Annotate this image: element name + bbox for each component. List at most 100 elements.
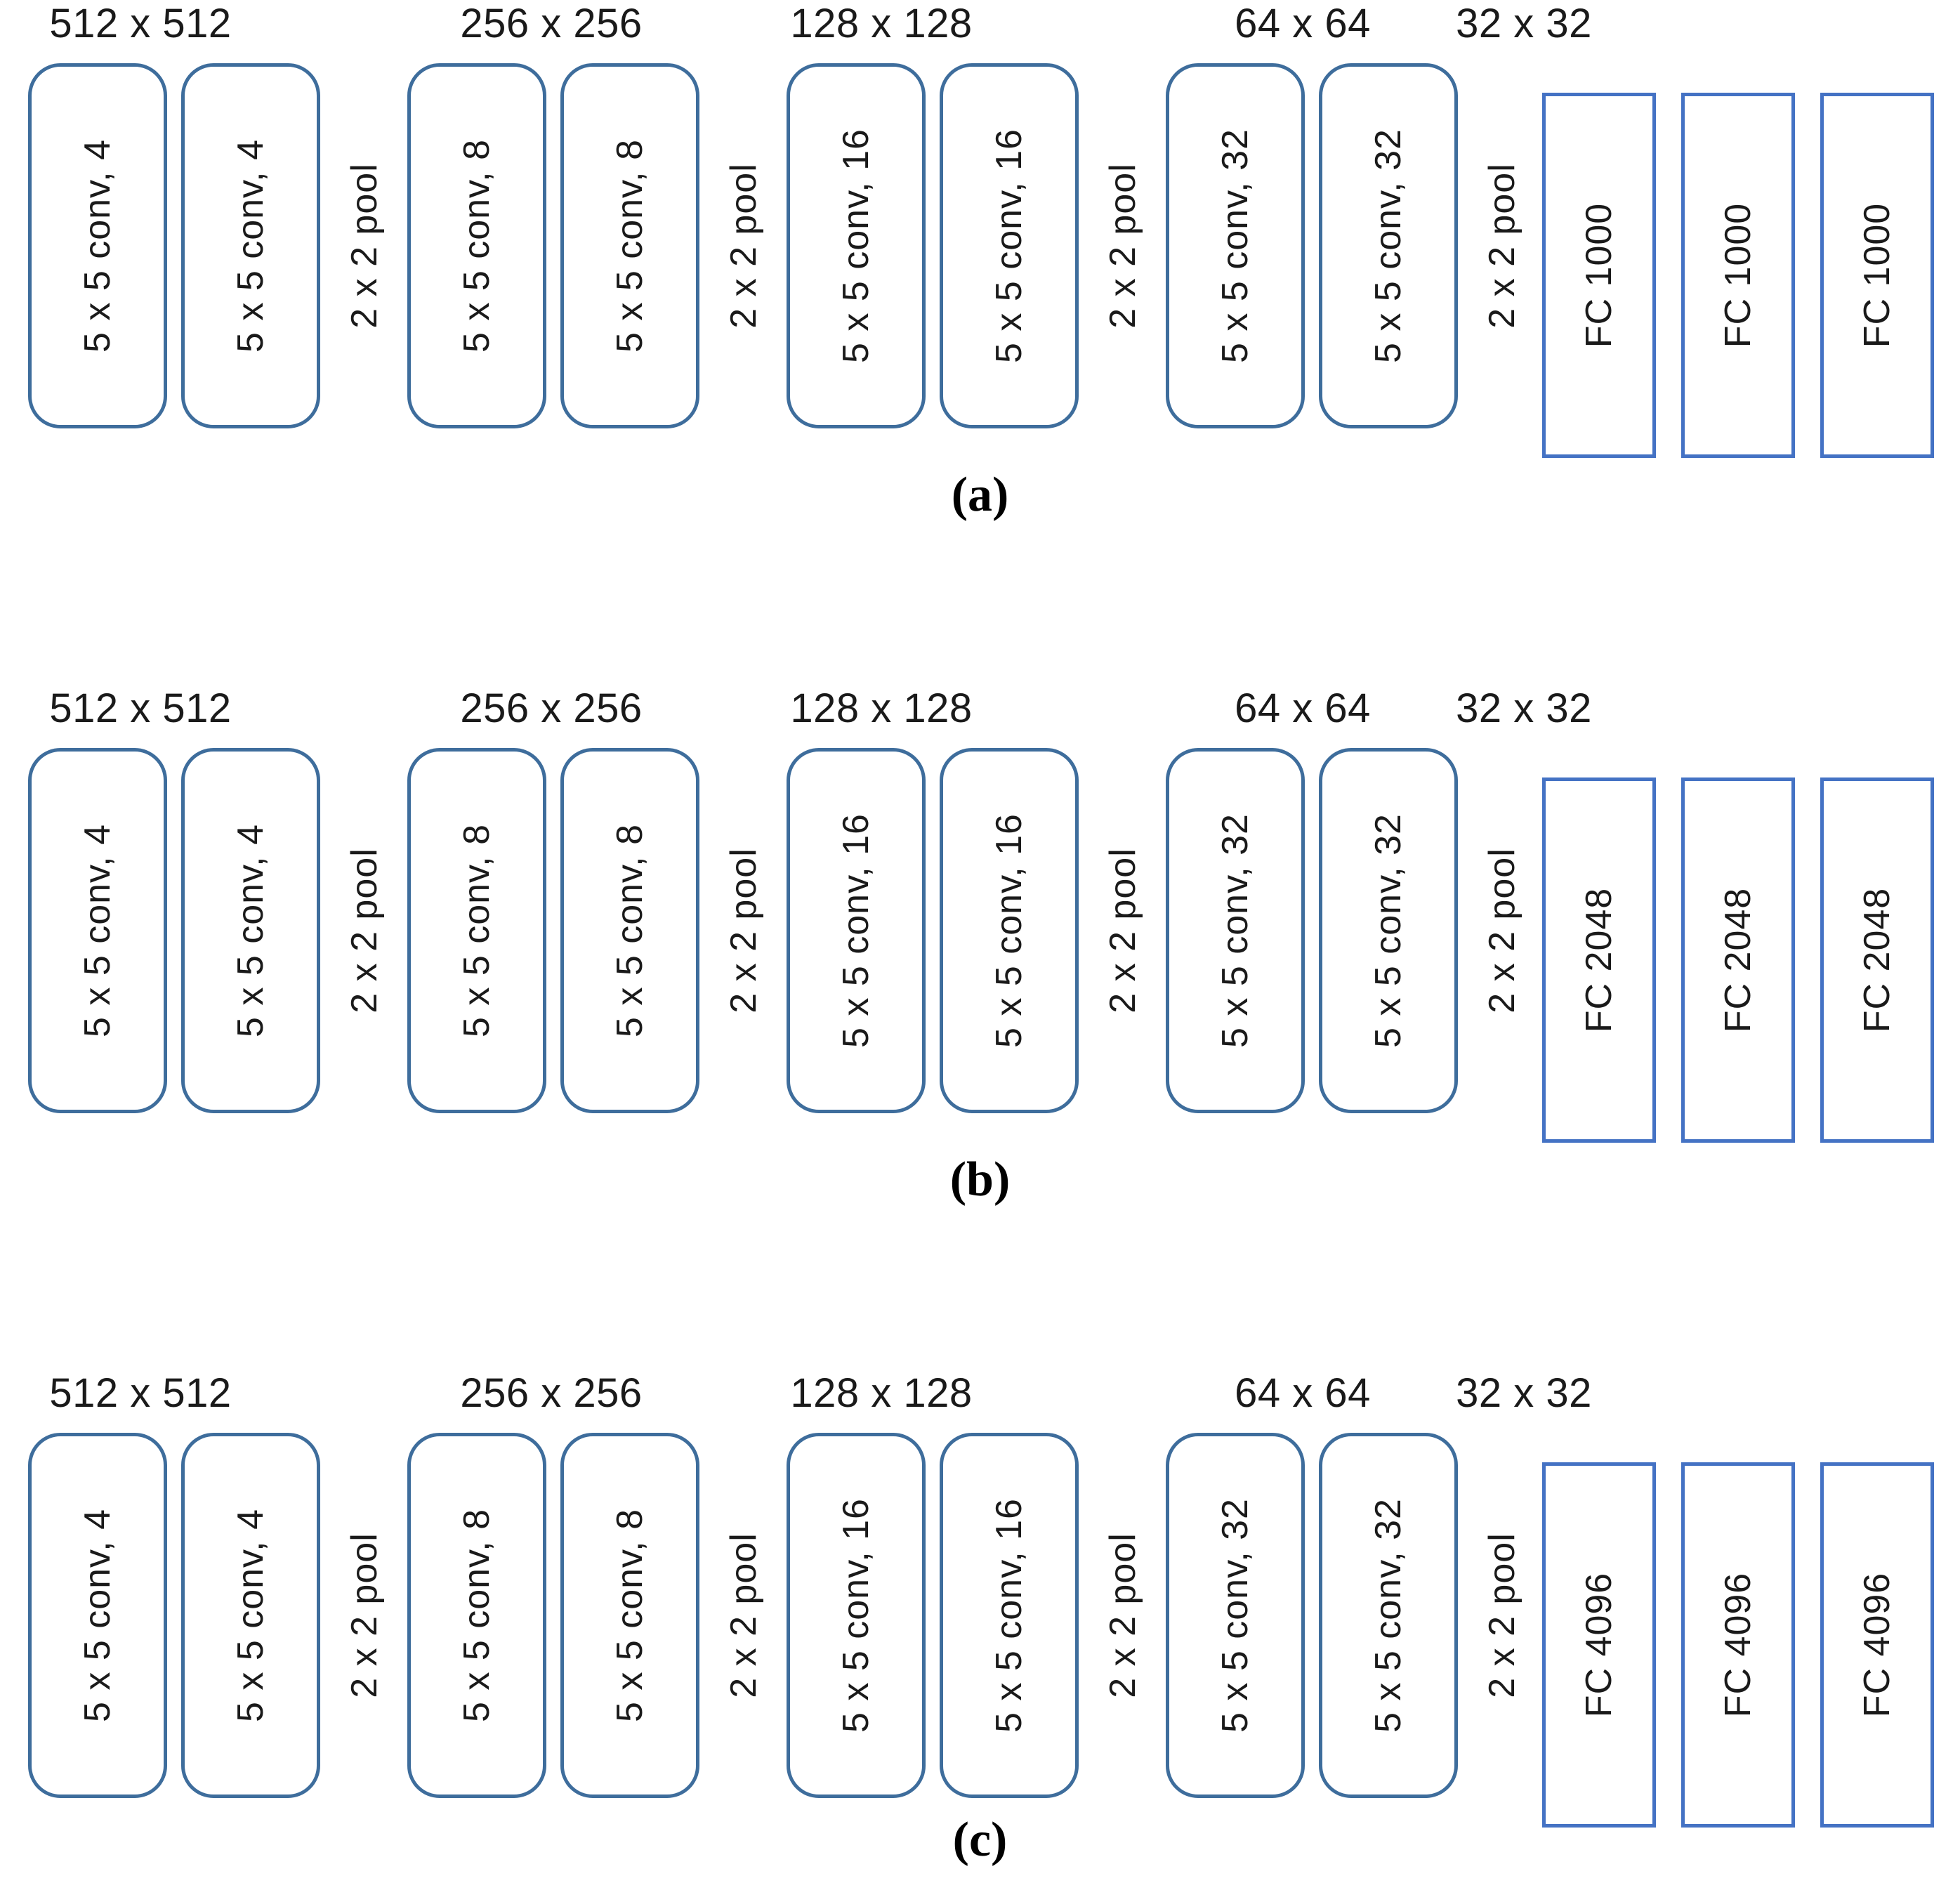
conv-layer-text: 5 x 5 conv, 4 (77, 139, 118, 353)
pool-layer-label: 2 x 2 pool (719, 63, 768, 428)
fc-layer-box: FC 4096 (1681, 1462, 1795, 1828)
conv-layer-box: 5 x 5 conv, 4 (181, 1433, 320, 1798)
conv-layer-box: 5 x 5 conv, 32 (1319, 63, 1458, 428)
feature-map-size-label: 128 x 128 (790, 685, 973, 731)
feature-map-size-label: 64 x 64 (1235, 1370, 1371, 1416)
conv-layer-text: 5 x 5 conv, 8 (456, 139, 497, 353)
pool-layer-label: 2 x 2 pool (340, 748, 389, 1113)
pool-layer-label: 2 x 2 pool (1478, 748, 1527, 1113)
conv-layer-text: 5 x 5 conv, 32 (1215, 813, 1256, 1048)
feature-map-size-label: 512 x 512 (49, 685, 232, 731)
conv-layer-text: 5 x 5 conv, 32 (1368, 1498, 1409, 1733)
feature-map-size-label: 128 x 128 (790, 1370, 973, 1416)
feature-map-size-label: 32 x 32 (1456, 685, 1592, 731)
conv-layer-text: 5 x 5 conv, 16 (989, 129, 1030, 363)
conv-layer-box: 5 x 5 conv, 4 (181, 63, 320, 428)
feature-map-size-label: 32 x 32 (1456, 1, 1592, 46)
conv-layer-text: 5 x 5 conv, 8 (610, 824, 650, 1037)
fc-layer-text: FC 2048 (1579, 887, 1619, 1033)
pool-layer-label: 2 x 2 pool (1478, 63, 1527, 428)
pool-layer-text: 2 x 2 pool (1482, 848, 1522, 1013)
conv-layer-box: 5 x 5 conv, 4 (28, 1433, 167, 1798)
feature-map-size-label: 128 x 128 (790, 1, 973, 46)
conv-layer-box: 5 x 5 conv, 4 (28, 63, 167, 428)
conv-layer-text: 5 x 5 conv, 16 (836, 1498, 876, 1733)
pool-layer-label: 2 x 2 pool (1478, 1433, 1527, 1798)
pool-layer-label: 2 x 2 pool (1098, 748, 1147, 1113)
panel-caption: (c) (952, 1813, 1008, 1867)
conv-layer-box: 5 x 5 conv, 8 (407, 1433, 546, 1798)
conv-layer-text: 5 x 5 conv, 8 (610, 1509, 650, 1722)
conv-layer-box: 5 x 5 conv, 32 (1319, 1433, 1458, 1798)
architecture-panel-b: 512 x 512 256 x 256 128 x 128 64 x 64 32 x 3… (0, 685, 1960, 1143)
feature-map-size-label: 64 x 64 (1235, 685, 1371, 731)
conv-layer-box: 5 x 5 conv, 32 (1166, 63, 1305, 428)
conv-layer-box: 5 x 5 conv, 8 (560, 63, 699, 428)
pool-layer-label: 2 x 2 pool (340, 1433, 389, 1798)
conv-layer-text: 5 x 5 conv, 16 (836, 813, 876, 1048)
fc-layer-box: FC 2048 (1820, 778, 1934, 1143)
feature-map-size-label: 256 x 256 (460, 1370, 643, 1416)
pool-layer-text: 2 x 2 pool (344, 163, 385, 329)
feature-map-size-label: 256 x 256 (460, 1, 643, 46)
feature-map-size-label: 512 x 512 (49, 1370, 232, 1416)
feature-map-size-labels: 512 x 512 256 x 256 128 x 128 64 x 64 32 x 3… (0, 0, 1960, 63)
conv-layer-text: 5 x 5 conv, 4 (230, 139, 271, 353)
pool-layer-text: 2 x 2 pool (1103, 1533, 1143, 1698)
conv-layer-box: 5 x 5 conv, 32 (1319, 748, 1458, 1113)
pool-layer-label: 2 x 2 pool (1098, 63, 1147, 428)
conv-layer-box: 5 x 5 conv, 8 (560, 1433, 699, 1798)
pool-layer-text: 2 x 2 pool (344, 1533, 385, 1698)
conv-layer-text: 5 x 5 conv, 4 (77, 1509, 118, 1722)
conv-layer-box: 5 x 5 conv, 16 (940, 63, 1079, 428)
architecture-panel-a: 512 x 512 256 x 256 128 x 128 64 x 64 32 x 3… (0, 0, 1960, 458)
fc-layer-text: FC 1000 (1857, 202, 1897, 348)
pool-layer-label: 2 x 2 pool (719, 1433, 768, 1798)
conv-layer-text: 5 x 5 conv, 16 (989, 813, 1030, 1048)
conv-layer-text: 5 x 5 conv, 8 (456, 824, 497, 1037)
conv-layer-text: 5 x 5 conv, 16 (836, 129, 876, 363)
feature-map-size-label: 256 x 256 (460, 685, 643, 731)
fc-layer-text: FC 4096 (1579, 1572, 1619, 1718)
feature-map-size-label: 64 x 64 (1235, 1, 1371, 46)
feature-map-size-labels: 512 x 512 256 x 256 128 x 128 64 x 64 32 x 3… (0, 1370, 1960, 1433)
conv-layer-box: 5 x 5 conv, 32 (1166, 1433, 1305, 1798)
conv-layer-box: 5 x 5 conv, 16 (940, 748, 1079, 1113)
conv-layer-text: 5 x 5 conv, 32 (1215, 1498, 1256, 1733)
feature-map-size-label: 512 x 512 (49, 1, 232, 46)
conv-layer-text: 5 x 5 conv, 16 (989, 1498, 1030, 1733)
conv-layer-text: 5 x 5 conv, 32 (1368, 813, 1409, 1048)
conv-layer-text: 5 x 5 conv, 32 (1368, 129, 1409, 363)
conv-layer-box: 5 x 5 conv, 8 (407, 748, 546, 1113)
pool-layer-text: 2 x 2 pool (723, 163, 764, 329)
fc-layer-box: FC 4096 (1820, 1462, 1934, 1828)
pool-layer-text: 2 x 2 pool (1482, 1533, 1522, 1698)
conv-layer-box: 5 x 5 conv, 4 (28, 748, 167, 1113)
fc-layer-text: FC 2048 (1857, 887, 1897, 1033)
fc-layer-box: FC 1000 (1681, 93, 1795, 458)
fc-layer-text: FC 4096 (1857, 1572, 1897, 1718)
fc-layer-text: FC 1000 (1718, 202, 1758, 348)
layer-blocks-row: 5 x 5 conv, 4 5 x 5 conv, 4 2 x 2 pool 5 x … (0, 1433, 1960, 1828)
pool-layer-label: 2 x 2 pool (719, 748, 768, 1113)
conv-layer-box: 5 x 5 conv, 16 (787, 748, 926, 1113)
pool-layer-text: 2 x 2 pool (1103, 848, 1143, 1013)
fc-layer-text: FC 4096 (1718, 1572, 1758, 1718)
pool-layer-text: 2 x 2 pool (723, 848, 764, 1013)
pool-layer-text: 2 x 2 pool (344, 848, 385, 1013)
panel-caption: (b) (949, 1153, 1011, 1207)
conv-layer-box: 5 x 5 conv, 8 (407, 63, 546, 428)
pool-layer-label: 2 x 2 pool (340, 63, 389, 428)
feature-map-size-labels: 512 x 512 256 x 256 128 x 128 64 x 64 32 x 3… (0, 685, 1960, 748)
conv-layer-text: 5 x 5 conv, 4 (230, 1509, 271, 1722)
feature-map-size-label: 32 x 32 (1456, 1370, 1592, 1416)
fc-layer-text: FC 1000 (1579, 202, 1619, 348)
conv-layer-box: 5 x 5 conv, 16 (787, 1433, 926, 1798)
conv-layer-box: 5 x 5 conv, 16 (787, 63, 926, 428)
fc-layer-box: FC 1000 (1820, 93, 1934, 458)
fc-layer-text: FC 2048 (1718, 887, 1758, 1033)
pool-layer-text: 2 x 2 pool (723, 1533, 764, 1698)
conv-layer-box: 5 x 5 conv, 8 (560, 748, 699, 1113)
fc-layer-box: FC 2048 (1542, 778, 1656, 1143)
